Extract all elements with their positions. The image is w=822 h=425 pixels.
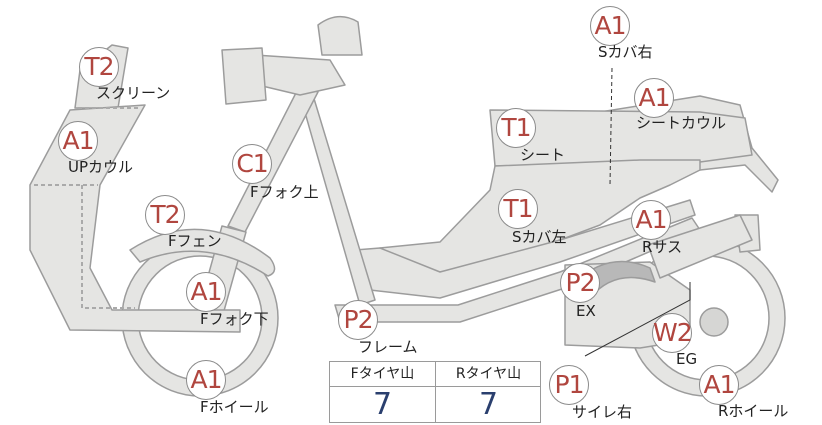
floor-shape: [354, 199, 696, 299]
handlebar-shape: [254, 54, 346, 96]
frame-grade-badge: P2: [338, 300, 378, 340]
eg-grade-badge: W2: [652, 313, 693, 353]
front-tire-header: Fタイヤ山: [330, 362, 435, 387]
up-cowl-grade-badge: A1: [58, 121, 98, 161]
rear-tire-header: Rタイヤ山: [436, 362, 541, 387]
rear-tire-value: 7: [478, 387, 499, 422]
f-fork-low-grade: A1: [190, 277, 222, 306]
front-fender-shape: [129, 228, 276, 277]
tire-tread-table: Fタイヤ山 7 Rタイヤ山 7: [329, 361, 541, 423]
f-fork-up-grade: C1: [236, 149, 268, 178]
f-wheel-label: Fホイール: [200, 398, 269, 416]
up-cowl-grade: A1: [62, 126, 94, 155]
muffler-r-label: サイレ右: [572, 403, 633, 421]
front-tire-value: 7: [372, 387, 393, 422]
r-sus-label: Rサス: [642, 238, 683, 256]
muffler-r-grade-badge: P1: [549, 365, 589, 405]
f-wheel-grade-badge: A1: [186, 360, 226, 400]
ex-grade-badge: P2: [560, 263, 600, 303]
muffler-r-grade: P1: [554, 370, 585, 399]
screen-grade: T2: [84, 52, 114, 81]
f-wheel-grade: A1: [190, 365, 222, 394]
s-cover-r-grade-badge: A1: [590, 6, 630, 46]
eg-label: EG: [676, 350, 698, 368]
headlight-shape: [221, 47, 267, 105]
rear-tire-column: Rタイヤ山 7: [436, 362, 541, 422]
up-cowl-shape: [29, 104, 241, 333]
mirror-shape: [317, 16, 363, 56]
f-fender-grade: T2: [150, 200, 180, 229]
eg-grade: W2: [653, 318, 693, 347]
seat-label: シート: [520, 146, 566, 164]
seat-grade-badge: T1: [496, 108, 536, 148]
f-fork-low-label: Fフォク下: [200, 310, 269, 328]
f-fork-up-label: Fフォク上: [250, 183, 319, 201]
seat-cowl-grade-badge: A1: [634, 78, 674, 118]
f-fender-grade-badge: T2: [145, 195, 185, 235]
screen-label: スクリーン: [96, 84, 171, 102]
f-fork-up-grade-badge: C1: [232, 144, 272, 184]
seat-cowl-grade: A1: [638, 83, 670, 112]
rear-sus-shape: [647, 214, 753, 279]
seat-grade: T1: [501, 113, 531, 142]
frame-label: フレーム: [358, 338, 418, 356]
seat-cowl-label: シートカウル: [636, 114, 727, 132]
screen-grade-badge: T2: [79, 47, 119, 87]
f-fender-label: Fフェン: [168, 232, 222, 250]
s-cover-r-grade: A1: [594, 11, 626, 40]
s-cover-l-grade-badge: T1: [498, 189, 538, 229]
s-cover-r-label: Sカバ右: [598, 43, 653, 61]
front-tire-column: Fタイヤ山 7: [330, 362, 436, 422]
r-wheel-label: Rホイール: [718, 402, 789, 420]
f-fork-low-grade-badge: A1: [186, 272, 226, 312]
r-sus-grade: A1: [635, 205, 667, 234]
ex-label: EX: [576, 302, 596, 320]
ex-grade: P2: [565, 268, 596, 297]
r-wheel-grade-badge: A1: [699, 365, 739, 405]
up-cowl-label: UPカウル: [68, 158, 134, 176]
frame-grade: P2: [343, 305, 374, 334]
r-sus-grade-badge: A1: [631, 200, 671, 240]
s-cover-l-label: Sカバ左: [512, 228, 567, 246]
s-cover-l-grade: T1: [503, 194, 533, 223]
r-wheel-grade: A1: [703, 370, 735, 399]
